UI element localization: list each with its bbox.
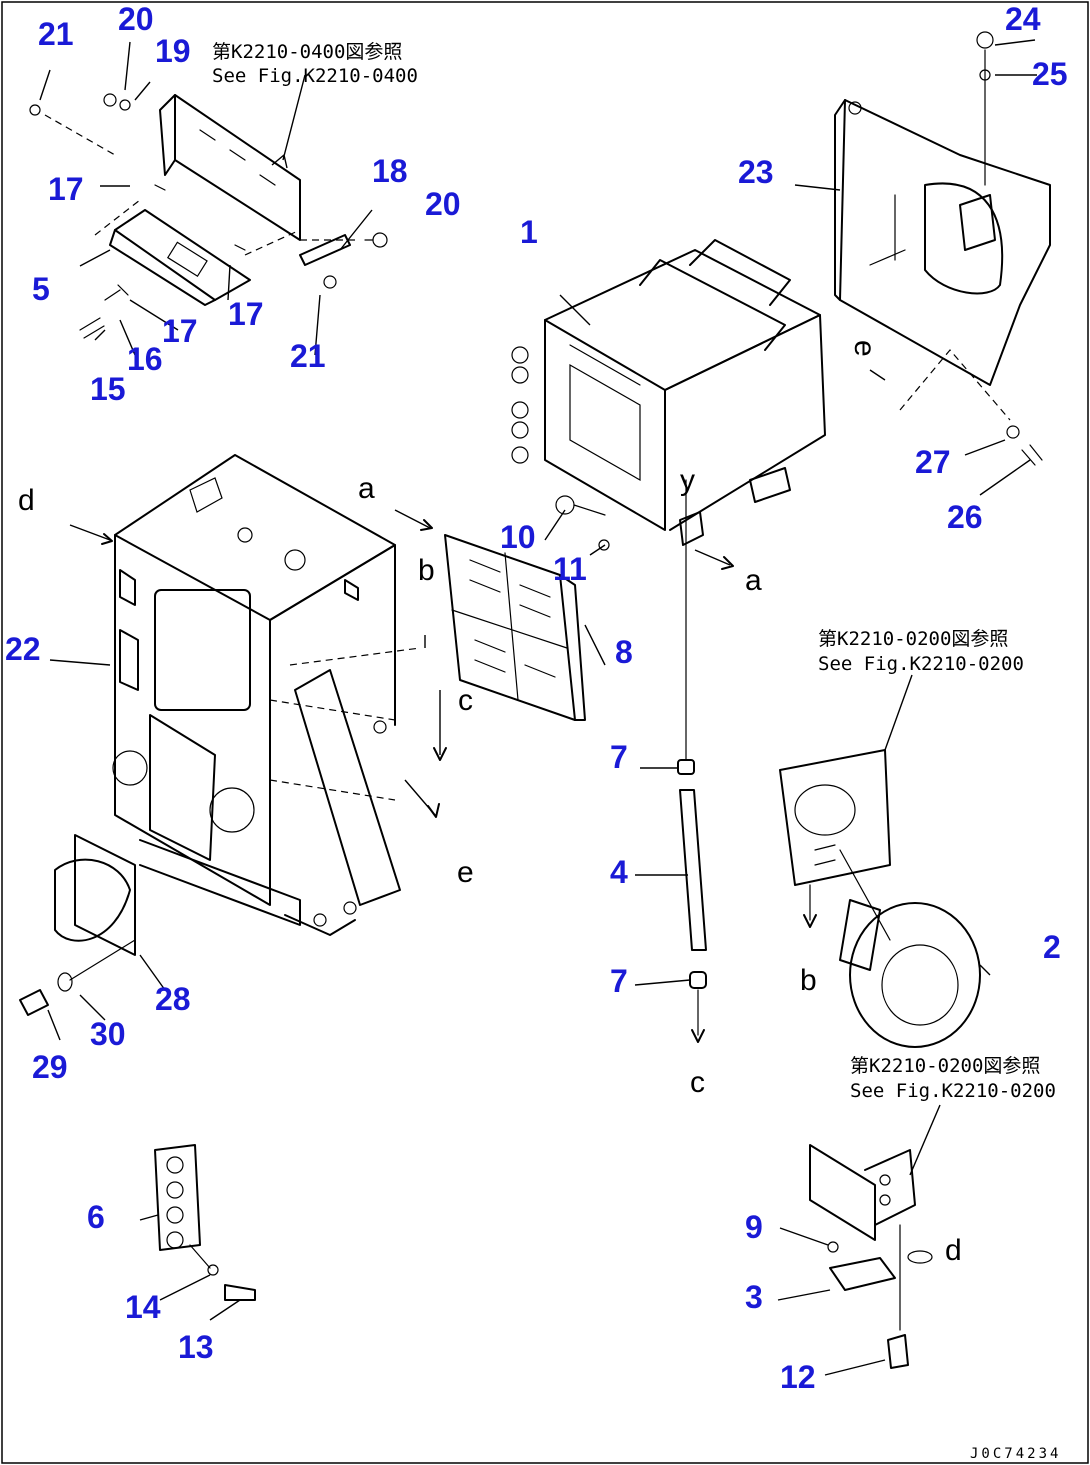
connector-d-right: d [945,1234,962,1267]
reference-3-jp: 第K2210-0200図参照 [850,1055,1040,1077]
connector-arrows [69,369,886,818]
callout-15: 15 [90,371,126,407]
duct-cover [834,31,1051,466]
callout-20: 20 [425,186,461,222]
side-duct [19,834,136,1016]
blower-assembly [779,749,981,1048]
callout-21: 21 [38,16,74,52]
connector-a-left: a [358,472,375,505]
callout-16: 16 [127,341,163,377]
main-housing [112,454,421,936]
callout-14: 14 [125,1289,161,1325]
callout-27: 27 [915,444,951,480]
callout-24: 24 [1005,1,1041,37]
leader-lines [39,39,1037,1376]
air-conditioner-unit [511,239,826,551]
connector-e-right: e [848,340,881,357]
callout-3: 3 [745,1279,763,1315]
callout-28: 28 [155,981,191,1017]
callout-17: 17 [48,171,84,207]
connector-a-right: a [745,564,762,597]
callout-21: 21 [290,338,326,374]
callout-7: 7 [610,739,628,775]
callout-30: 30 [90,1016,126,1052]
callout-23: 23 [738,154,774,190]
relay-block [154,1144,256,1301]
callout-18: 18 [372,153,408,189]
callout-7: 7 [610,963,628,999]
drawing-code: J0C74234 [970,1446,1061,1462]
callout-8: 8 [615,634,633,670]
callout-20: 20 [118,1,154,37]
reference-1-jp: 第K2210-0400図参照 [212,41,402,63]
connector-b: b [418,554,435,587]
callout-4: 4 [610,854,628,890]
callout-22: 22 [5,631,41,667]
callout-9: 9 [745,1209,763,1245]
reference-2-jp: 第K2210-0200図参照 [818,628,1008,650]
connector-e-left: e [457,856,474,889]
callout-1: 1 [520,214,538,250]
callout-17: 17 [228,296,264,332]
callout-5: 5 [32,271,50,307]
callout-12: 12 [780,1359,816,1395]
switch-bracket [809,1144,933,1369]
connector-c-bottom: c [690,1066,705,1099]
callout-11: 11 [553,551,587,587]
reference-1-en: See Fig.K2210-0400 [212,65,418,87]
filter-panel [444,534,586,721]
control-panel-assembly [29,93,388,339]
reference-2-en: See Fig.K2210-0200 [818,653,1024,675]
callout-29: 29 [32,1049,68,1085]
callout-13: 13 [178,1329,214,1365]
callout-2: 2 [1043,929,1061,965]
connector-d-top: d [18,484,35,517]
callout-26: 26 [947,499,983,535]
connector-b-right: b [800,964,817,997]
callout-17: 17 [162,313,198,349]
callout-25: 25 [1032,56,1068,92]
drain-hose [677,479,707,1043]
connector-y: y [680,464,695,497]
callout-10: 10 [500,519,536,555]
reference-3-en: See Fig.K2210-0200 [850,1080,1056,1102]
connector-c-left: c [458,684,473,717]
callout-19: 19 [155,33,191,69]
callout-6: 6 [87,1199,105,1235]
